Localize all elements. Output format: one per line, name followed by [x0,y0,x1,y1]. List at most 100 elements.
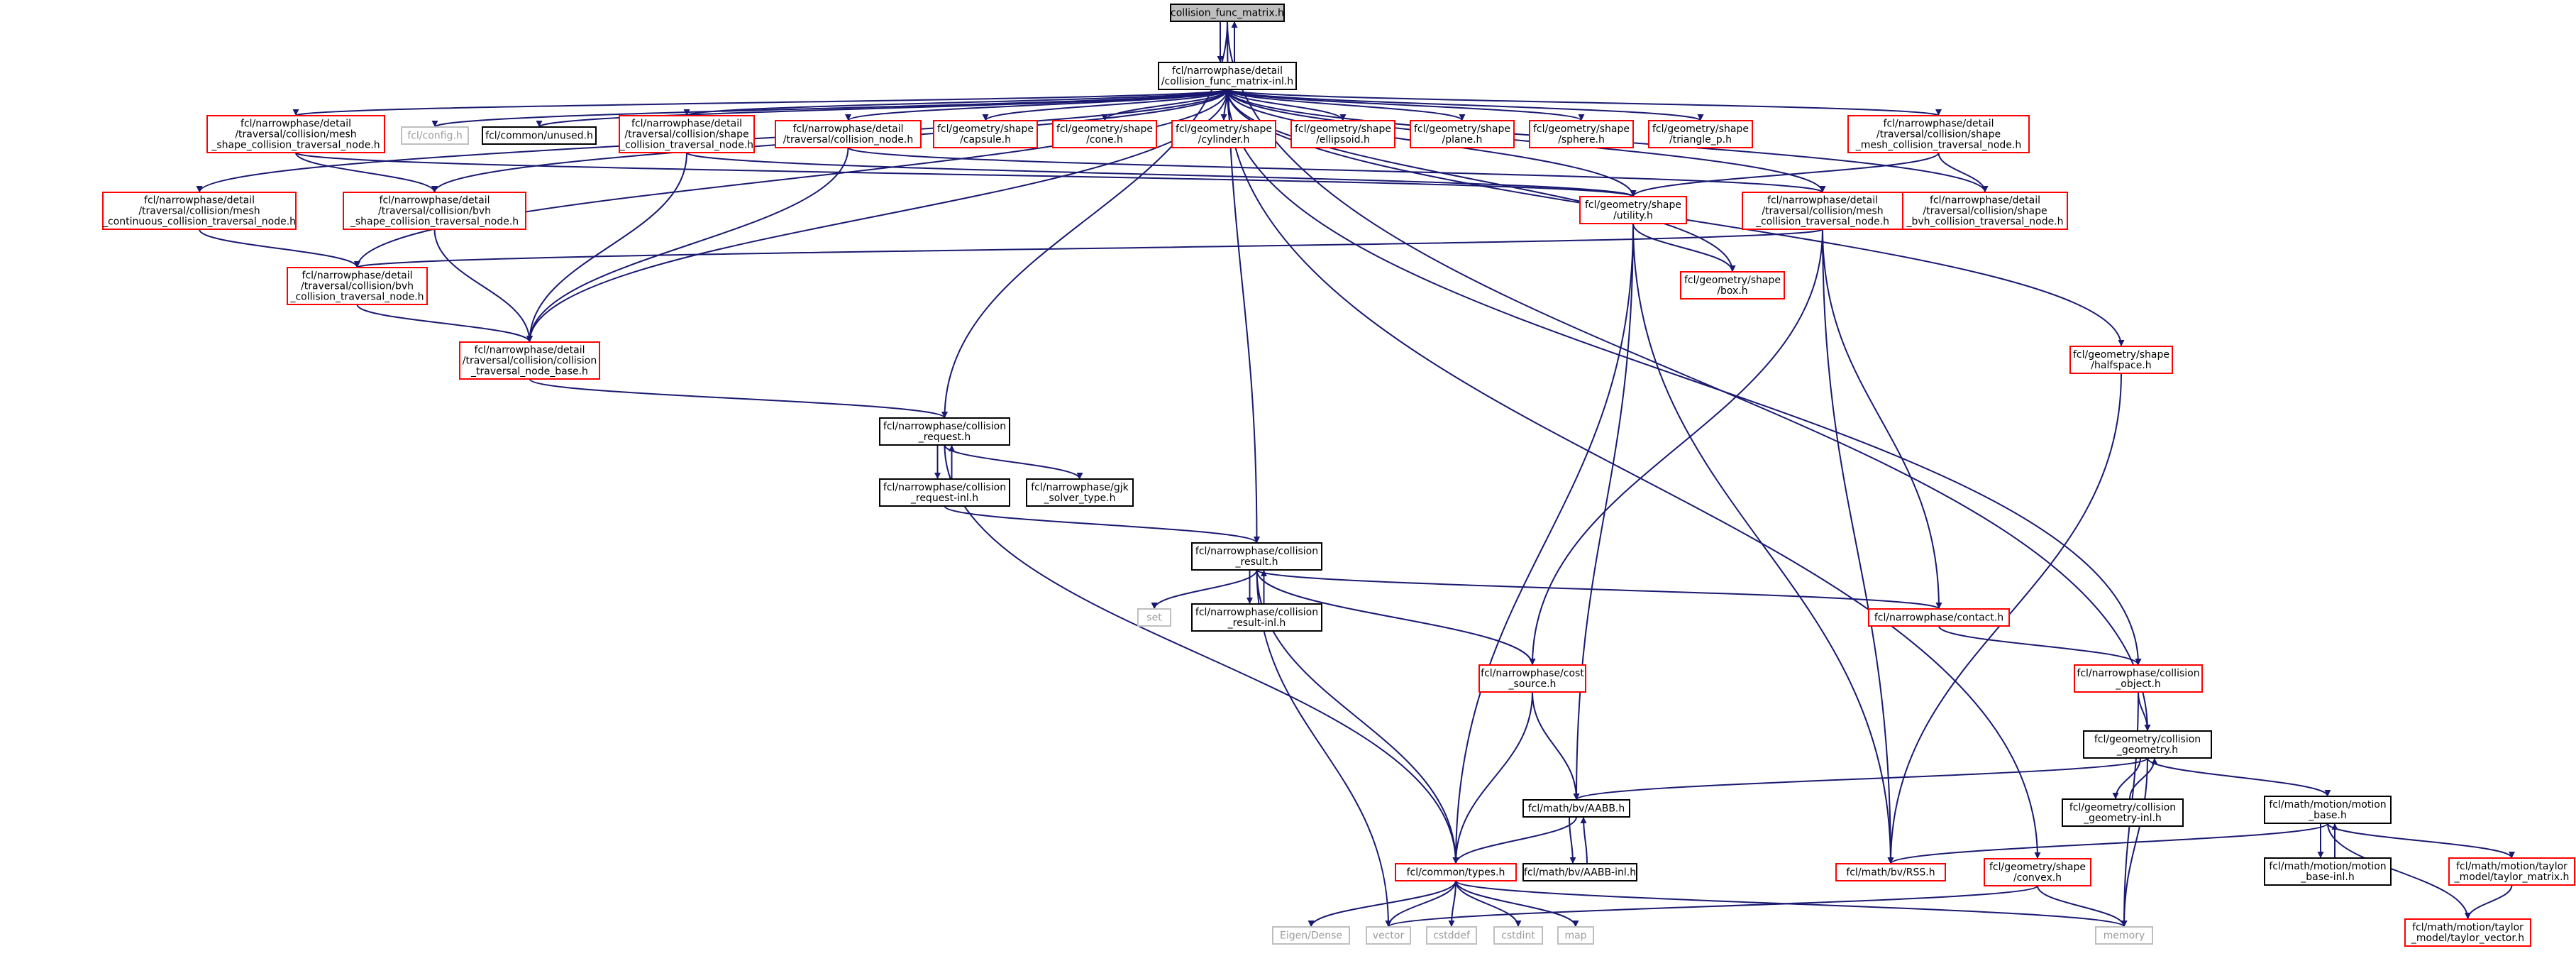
node-box [1395,863,1517,881]
node-box [775,120,922,148]
node-label-line: _collision_traversal_node.h [619,140,753,151]
node-label-line: fcl/narrowphase/gjk [1031,482,1129,493]
node-root[interactable]: collision_func_matrix.h [1170,4,1285,22]
edge-inl-to-coll-obj [1227,89,2142,666]
node-box [2083,730,2212,759]
node-rss[interactable]: fcl/math/bv/RSS.h [1835,863,1946,881]
node-coll-node[interactable]: fcl/narrowphase/detail/traversal/collisi… [775,120,922,148]
node-motion-base-inl[interactable]: fcl/math/motion/motion_base-inl.h [2264,857,2392,886]
node-shape-coll[interactable]: fcl/narrowphase/detail/traversal/collisi… [619,115,755,153]
node-box [619,115,755,153]
node-res[interactable]: fcl/narrowphase/collision_result.h [1191,542,1322,571]
node-box [1026,478,1134,507]
node-coll-obj[interactable]: fcl/narrowphase/collision_object.h [2074,664,2203,693]
node-label-line: fcl/narrowphase/contact.h [1874,612,2003,624]
node-motion-base[interactable]: fcl/math/motion/motion_base.h [2264,796,2392,824]
node-aabb[interactable]: fcl/math/bv/AABB.h [1522,799,1630,818]
edge-inl-to-ellipsoid [1227,89,1347,121]
node-cost[interactable]: fcl/narrowphase/cost_source.h [1478,664,1586,693]
node-res-inl[interactable]: fcl/narrowphase/collision_result-inl.h [1191,603,1322,632]
node-mesh-shape[interactable]: fcl/narrowphase/detail/traversal/collisi… [206,115,385,153]
node-cylinder[interactable]: fcl/geometry/shape/cylinder.h [1171,120,1276,148]
node-label-line: map [1564,930,1586,942]
edge-shape-coll-to-utility [686,152,1637,197]
edge-bvh-coll-to-ctn-base [356,304,533,343]
node-bvh-shape[interactable]: fcl/narrowphase/detail/traversal/collisi… [343,192,526,230]
edge-shape-mesh-to-shape-bvh [1937,152,1989,193]
node-plane[interactable]: fcl/geometry/shape/plane.h [1410,120,1515,148]
node-halfspace[interactable]: fcl/geometry/shape/halfspace.h [2069,346,2173,374]
node-box [287,267,428,305]
node-coll-geom[interactable]: fcl/geometry/collision_geometry.h [2083,730,2212,759]
node-label-line: _collision_traversal_node.h [289,292,424,303]
edge-inl-to-cone [1101,89,1228,121]
edge-coll-geom-to-coll-geom-inl [2112,757,2141,800]
node-label-line: /sphere.h [1558,134,1605,145]
node-triangle[interactable]: fcl/geometry/shape/triangle_p.h [1648,120,1753,148]
node-label-line: /triangle_p.h [1669,134,1732,145]
node-label-line: cstddef [1433,930,1471,942]
node-taylor-matrix[interactable]: fcl/math/motion/taylor_model/taylor_matr… [2448,857,2575,886]
node-label-line: _traversal_node_base.h [470,366,588,378]
node-cstddef: cstddef [1426,926,1477,945]
edge-aabb-to-aabb-inl [1569,816,1576,864]
node-label-line: fcl/narrowphase/detail [1767,195,1878,207]
node-label-line: cstdint [1501,930,1535,942]
node-label-line: fcl/common/types.h [1407,867,1505,879]
node-capsule[interactable]: fcl/geometry/shape/capsule.h [933,120,1038,148]
node-sphere[interactable]: fcl/geometry/shape/sphere.h [1529,120,1634,148]
node-box[interactable]: fcl/geometry/shape/box.h [1680,271,1785,300]
node-label-line: /traversal/collision/mesh [235,129,356,141]
node-label-line: /utility.h [1613,210,1653,221]
edge-types-to-cstdint [1455,880,1522,928]
edge-shape-mesh-to-utility [1630,152,1940,197]
node-gjk[interactable]: fcl/narrowphase/gjk_solver_type.h [1026,478,1134,507]
node-cone[interactable]: fcl/geometry/shape/cone.h [1052,120,1157,148]
node-label-line: /cylinder.h [1198,134,1250,145]
edge-types-to-cstddef [1448,880,1456,928]
node-mesh-cont[interactable]: fcl/narrowphase/detail/traversal/collisi… [102,192,297,230]
node-label-line: fcl/geometry/collision [2069,802,2176,813]
node-mesh-coll[interactable]: fcl/narrowphase/detail/traversal/collisi… [1742,192,1903,230]
node-box [102,192,297,230]
node-label-line: /halfspace.h [2091,360,2151,371]
node-map: map [1557,926,1594,945]
node-label-line: fcl/narrowphase/detail [380,195,490,207]
node-unused[interactable]: fcl/common/unused.h [482,126,597,145]
node-req[interactable]: fcl/narrowphase/collision_request.h [879,417,1010,446]
node-box [1984,858,2091,886]
node-types[interactable]: fcl/common/types.h [1395,863,1517,881]
node-label-line: fcl/geometry/shape [1533,123,1630,135]
edge-mesh-coll-to-rss [1822,229,1894,864]
node-contact[interactable]: fcl/narrowphase/contact.h [1868,608,2010,627]
node-label-line: fcl/narrowphase/detail [1884,119,1994,130]
node-ctn-base[interactable]: fcl/narrowphase/detail/traversal/collisi… [459,341,600,380]
node-req-inl[interactable]: fcl/narrowphase/collision_request-inl.h [879,478,1010,507]
node-memory: memory [2095,926,2153,945]
edge-inl-to-convex [1227,89,2041,859]
edge-contact-to-coll-obj [1938,625,2142,666]
node-label-line: fcl/narrowphase/collision [2077,668,2199,679]
node-label-line: fcl/geometry/shape [1585,199,1681,211]
edge-req-to-types [944,444,1459,864]
node-coll-geom-inl[interactable]: fcl/geometry/collision_geometry-inl.h [2062,798,2184,827]
node-shape-mesh[interactable]: fcl/narrowphase/detail/traversal/collisi… [1847,115,2030,153]
node-label-line: fcl/math/motion/taylor [2412,922,2524,933]
node-box [879,478,1010,507]
node-shape-bvh[interactable]: fcl/narrowphase/detail/traversal/collisi… [1902,192,2068,230]
node-convex[interactable]: fcl/geometry/shape/convex.h [1984,858,2091,886]
node-label-line: fcl/narrowphase/collision [1195,607,1318,618]
node-ellipsoid[interactable]: fcl/geometry/shape/ellipsoid.h [1290,120,1395,148]
node-taylor-vector[interactable]: fcl/math/motion/taylor_model/taylor_vect… [2404,918,2531,947]
node-label-line: /traversal/collision/collision [463,356,597,367]
node-aabb-inl[interactable]: fcl/math/bv/AABB-inl.h [1522,863,1637,881]
node-label-line: fcl/geometry/shape [1989,862,2086,873]
node-label-line: _result.h [1235,556,1278,568]
node-label-line: _mesh_collision_traversal_node.h [1855,140,2021,151]
node-bvh-coll[interactable]: fcl/narrowphase/detail/traversal/collisi… [287,267,428,305]
node-utility[interactable]: fcl/geometry/shape/utility.h [1579,196,1687,224]
node-label-line: _collision_traversal_node.h [1755,216,1889,228]
node-inl[interactable]: fcl/narrowphase/detail/collision_func_ma… [1158,62,1297,90]
node-box [1478,664,1586,693]
edge-mesh-coll-to-contact [1822,229,1942,610]
